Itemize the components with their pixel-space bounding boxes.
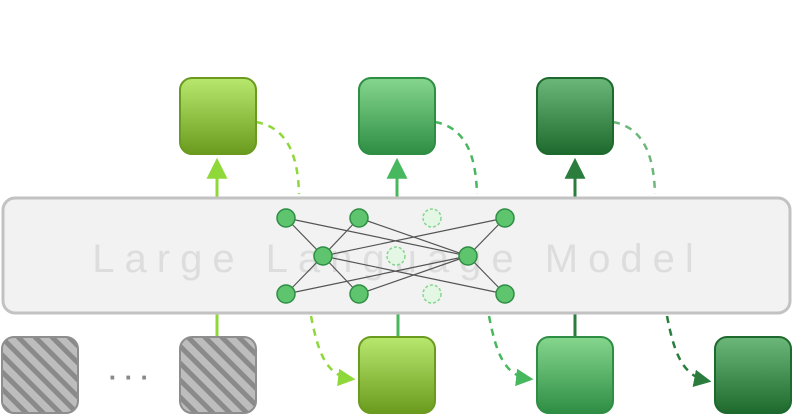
output-tokens <box>179 77 614 155</box>
network-node <box>458 246 478 266</box>
network-node <box>276 208 296 228</box>
input-tokens <box>1 336 792 414</box>
feedback-curve-top-2 <box>434 120 479 195</box>
output-token-2 <box>358 77 436 155</box>
network-node <box>349 284 369 304</box>
input-token-hatched-2 <box>179 336 257 414</box>
network-node <box>349 208 369 228</box>
network-node-dropout <box>422 208 442 228</box>
network-edges <box>285 217 506 295</box>
input-connectors <box>215 314 577 336</box>
input-token-generated-2 <box>536 336 614 414</box>
network-node-dropout <box>422 284 442 304</box>
output-token-3 <box>536 77 614 155</box>
feedback-curve-bottom-2 <box>487 315 534 387</box>
feedback-curve-bottom-1 <box>309 315 356 387</box>
network-node <box>495 208 515 228</box>
input-token-generated-3 <box>714 336 792 414</box>
input-token-hatched-1 <box>1 336 79 414</box>
output-arrows <box>206 157 586 197</box>
feedback-curve-top-3 <box>612 120 657 195</box>
feedback-curves-top <box>255 120 657 195</box>
network-nodes <box>276 208 515 304</box>
output-token-1 <box>179 77 257 155</box>
input-token-generated-1 <box>358 336 436 414</box>
ellipsis: · · · <box>109 362 149 392</box>
network-node <box>276 284 296 304</box>
network-node <box>313 246 333 266</box>
feedback-curve-top-1 <box>255 120 301 195</box>
network-node-dropout <box>386 246 406 266</box>
network-node <box>495 284 515 304</box>
feedback-curve-bottom-3 <box>665 315 712 387</box>
